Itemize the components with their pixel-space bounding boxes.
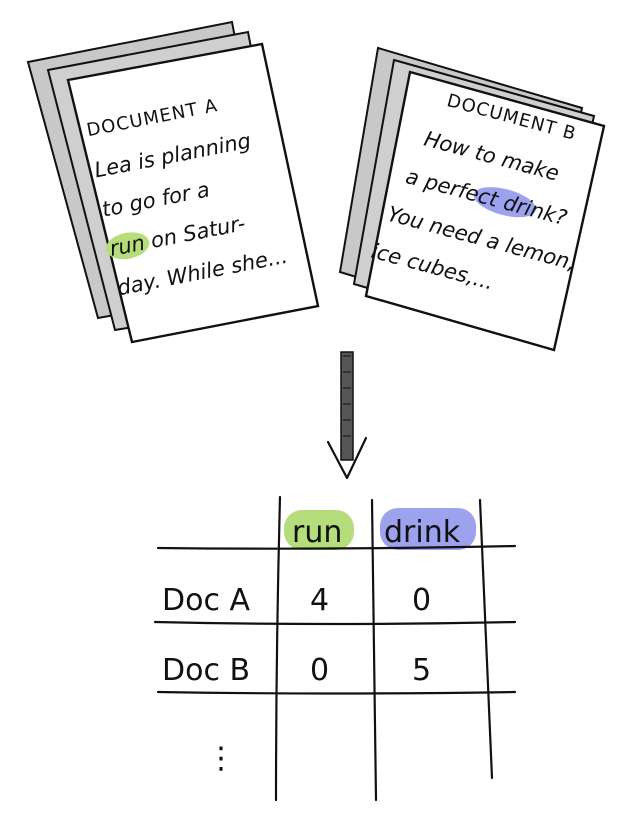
- table-row-label-doc-a: Doc A: [162, 583, 250, 618]
- table-cell-doc-b-run: 0: [310, 653, 329, 688]
- table-cell-doc-a-run: 4: [310, 583, 329, 618]
- document-a-stack: DOCUMENT A Lea is planning to go for a r…: [26, 20, 320, 344]
- table-row-label-doc-b: Doc B: [162, 653, 250, 688]
- table-column-line-3: [478, 498, 494, 780]
- table-cell-doc-b-drink: 5: [412, 653, 431, 688]
- term-count-table: run drink Doc A 4 0 Doc B 0 5 ⋮: [153, 495, 517, 802]
- run-header-highlight: [284, 510, 354, 550]
- table-row-line-1: [153, 620, 517, 626]
- table-row-line-2: [156, 690, 517, 695]
- table-more-rows-ellipsis: ⋮: [206, 741, 236, 776]
- document-b-stack: DOCUMENT B How to make a perfect drink? …: [338, 46, 606, 352]
- table-header-run: run: [292, 515, 342, 550]
- table-cell-doc-a-drink: 0: [412, 583, 431, 618]
- drink-header-highlight: [380, 508, 476, 550]
- down-arrow-icon: [326, 351, 368, 480]
- document-b-front-sheet: [364, 70, 606, 352]
- run-highlight-blob: [105, 232, 150, 260]
- table-header-line: [156, 544, 517, 550]
- table-header-drink: drink: [384, 515, 461, 550]
- table-column-line-1: [274, 495, 282, 802]
- table-column-line-2: [370, 498, 378, 802]
- drink-highlight-blob: [473, 187, 536, 218]
